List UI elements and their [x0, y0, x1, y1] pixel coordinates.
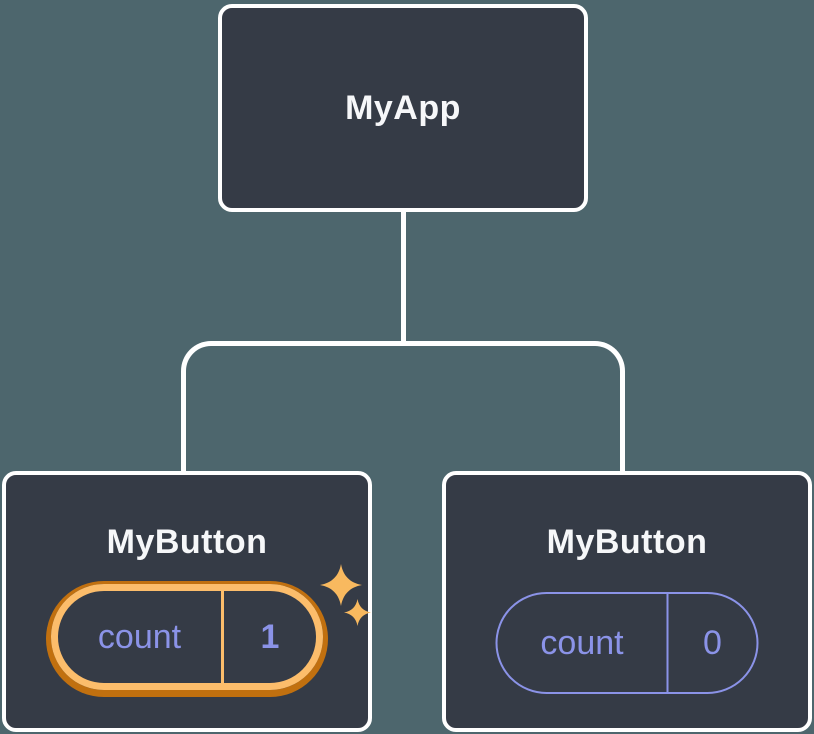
- connector-branches: [181, 341, 625, 473]
- connector-trunk: [401, 210, 406, 343]
- state-value: 1: [260, 617, 280, 656]
- tree-node-mybutton-highlighted: MyButton count 1: [2, 471, 372, 732]
- tree-node-mybutton-plain: MyButton count 0: [442, 471, 812, 732]
- node-label: MyButton: [546, 523, 708, 561]
- state-pill: count 0: [495, 592, 759, 694]
- state-value: 0: [703, 623, 722, 662]
- node-label: MyButton: [106, 523, 268, 561]
- pill-divider: [666, 594, 669, 692]
- sparkle-icon: [344, 599, 371, 626]
- state-pill-highlighted: count 1: [51, 584, 323, 690]
- tree-node-myapp: MyApp: [218, 4, 588, 212]
- state-key: count: [97, 617, 182, 656]
- node-label: MyApp: [345, 88, 461, 127]
- sparkle-icon: [320, 564, 362, 606]
- state-key: count: [540, 623, 624, 662]
- pill-divider: [221, 591, 224, 683]
